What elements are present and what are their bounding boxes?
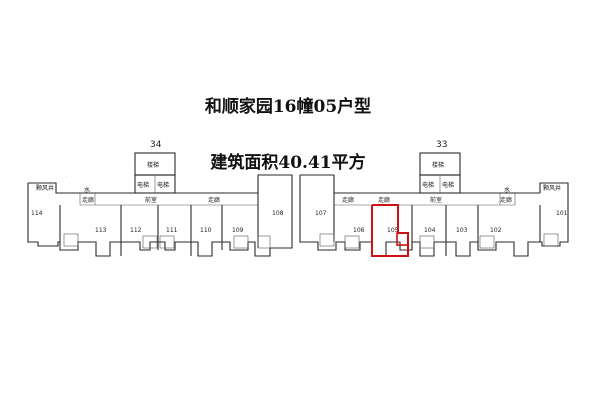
elevator-label: 电梯: [422, 181, 434, 189]
plan-title: 和顺家园16幢05户型: [204, 97, 372, 117]
room-114: 114: [31, 210, 43, 217]
corridor-label: 走廊: [378, 196, 390, 204]
corridor-label: 走廊: [82, 196, 94, 204]
front-room-label: 前室: [430, 196, 442, 204]
room-112: 112: [130, 227, 142, 234]
room-107: 107: [315, 210, 327, 217]
water-label: 水: [84, 186, 90, 194]
room-109: 109: [232, 227, 244, 234]
corridor-label: 走廊: [208, 196, 220, 204]
stair-label: 楼梯: [147, 161, 159, 169]
room-113: 113: [95, 227, 107, 234]
room-111: 111: [166, 227, 178, 234]
room-102: 102: [490, 227, 502, 234]
stair-label: 楼梯: [432, 161, 444, 169]
room-110: 110: [200, 227, 212, 234]
building-number-34: 34: [150, 140, 162, 150]
area-label: 建筑面积40.41平方: [210, 153, 366, 173]
right-wing: 楼梯 电梯 电梯 颗风井 水 走廊 走廊 前室 走廊 107 106 105 1…: [299, 152, 569, 257]
building-number-33: 33: [436, 140, 447, 150]
room-108: 108: [272, 210, 284, 217]
svg-text:·: ·: [66, 175, 67, 179]
water-label: 水: [504, 186, 510, 194]
room-105: 105: [387, 227, 399, 234]
front-room-label: 前室: [145, 196, 157, 204]
room-104: 104: [424, 227, 436, 234]
corridor-label: 走廊: [342, 196, 354, 204]
room-101: 101: [556, 210, 568, 217]
elevator-label: 电梯: [157, 181, 169, 189]
elevator-label: 电梯: [442, 181, 454, 189]
highlighted-unit: [371, 204, 409, 257]
left-wing: 楼梯 电梯 电梯 颗风井 水 走廊 前室 走廊 114 113 112 111 …: [27, 152, 293, 257]
fire-cabinet-label: 颗风井: [36, 184, 54, 192]
dimension-marks: ·: [66, 175, 67, 179]
room-103: 103: [456, 227, 468, 234]
corridor-label: 走廊: [500, 196, 512, 204]
fire-cabinet-label: 颗风井: [543, 184, 561, 192]
elevator-label: 电梯: [137, 181, 149, 189]
room-106: 106: [353, 227, 365, 234]
